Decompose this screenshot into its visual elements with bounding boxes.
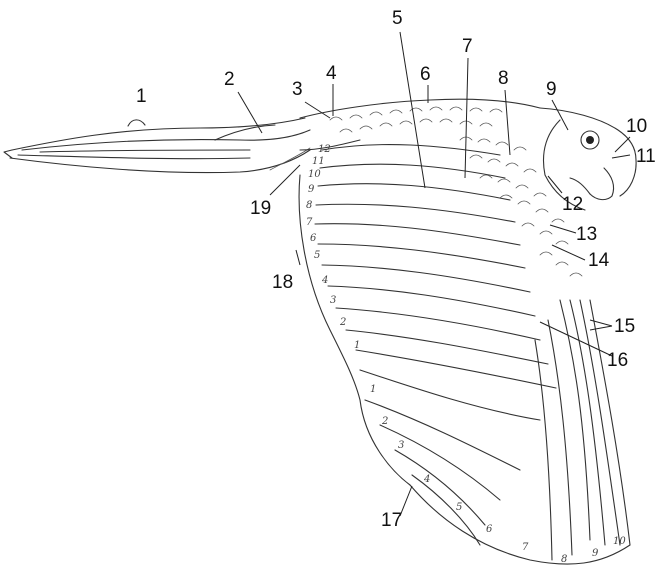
secondary-number-8: 8 — [306, 200, 312, 211]
callout-18: 18 — [272, 272, 293, 293]
primary-number-8: 8 — [561, 554, 567, 565]
callout-11: 11 — [636, 146, 656, 167]
covert-feathers — [330, 107, 582, 276]
primary-number-1: 1 — [370, 384, 376, 395]
callout-17: 17 — [381, 510, 402, 531]
primary-number-4: 4 — [423, 474, 430, 485]
secondary-feathers — [315, 145, 556, 388]
primary-number-9: 9 — [592, 548, 599, 559]
callout-16: 16 — [607, 350, 628, 371]
secondary-number-9: 9 — [308, 184, 315, 195]
callout-9: 9 — [546, 79, 557, 100]
primary-number-2: 2 — [381, 416, 388, 427]
secondary-number-11: 11 — [312, 156, 325, 167]
leader-lines — [238, 32, 630, 516]
callout-12: 12 — [562, 194, 583, 215]
secondary-number-3: 3 — [330, 295, 336, 306]
secondary-number-10: 10 — [308, 169, 321, 180]
secondary-number-6: 6 — [310, 233, 317, 244]
callout-2: 2 — [224, 69, 235, 90]
callout-14: 14 — [588, 250, 610, 271]
primary-number-5: 5 — [456, 502, 462, 513]
callout-19: 19 — [250, 198, 271, 219]
callout-3: 3 — [292, 79, 303, 100]
secondary-number-1: 1 — [354, 340, 360, 351]
callout-1: 1 — [136, 86, 147, 107]
callout-8: 8 — [498, 68, 509, 89]
secondary-number-7: 7 — [306, 217, 313, 228]
callout-6: 6 — [420, 64, 431, 85]
body-drawing — [300, 99, 636, 210]
primary-number-6: 6 — [486, 524, 493, 535]
secondary-numbers: 1 2 3 4 5 6 7 8 9 10 11 12 — [306, 144, 360, 351]
callout-13: 13 — [576, 224, 597, 245]
tail-drawing — [4, 118, 310, 173]
secondary-number-5: 5 — [314, 250, 320, 261]
callout-5: 5 — [392, 8, 403, 29]
secondary-number-4: 4 — [321, 275, 328, 286]
callout-4: 4 — [326, 63, 337, 84]
callout-10: 10 — [626, 116, 647, 137]
primary-number-3: 3 — [398, 440, 404, 451]
secondary-number-2: 2 — [339, 317, 346, 328]
callout-15: 15 — [614, 316, 635, 337]
callout-7: 7 — [462, 36, 473, 57]
primary-number-10: 10 — [613, 536, 626, 547]
secondary-number-12: 12 — [318, 144, 331, 155]
primary-number-7: 7 — [522, 542, 529, 553]
